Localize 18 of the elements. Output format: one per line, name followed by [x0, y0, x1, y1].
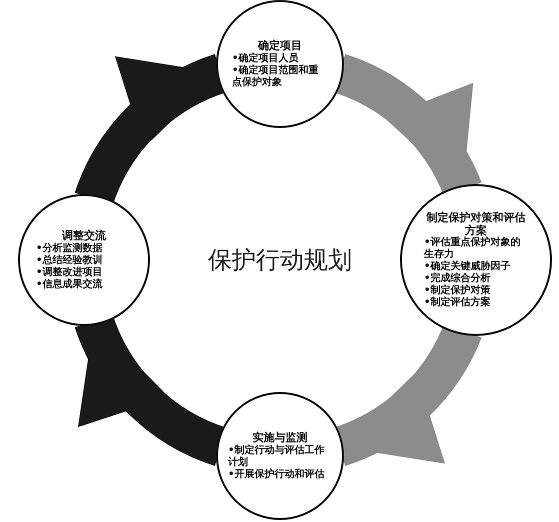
stage-bullet: •开展保护行动和评估: [228, 468, 324, 481]
stage-heading: 确定项目: [258, 39, 302, 52]
stage-bullet: •制定保护对策: [424, 285, 490, 296]
stage-bullet: •信息成果交流: [36, 278, 102, 291]
stage-bullet: •调整改进项目: [36, 266, 102, 278]
stage-bullet: •评估重点保护对象的生存力: [424, 237, 522, 260]
stage-bullet: •总结经验教训: [36, 254, 102, 266]
stage-bullet: •确定项目范围和重点保护对象: [232, 64, 320, 89]
stage-heading: 调整交流: [62, 229, 106, 242]
stage-heading: 制定保护对策和评估方案: [425, 210, 526, 237]
stage-bullet: •分析监测数据: [36, 242, 102, 254]
stage-heading: 实施与监测: [252, 431, 308, 444]
center-title: 保护行动规划: [208, 245, 352, 276]
stage-bullet: •制定评估方案: [424, 297, 490, 310]
stage-bullet: •确定项目人员: [232, 52, 298, 64]
stage-bullet: •确定关键威胁因子: [424, 261, 510, 272]
stage-bullet: •完成综合分析: [424, 273, 490, 284]
stage-bullet: •制定行动与评估工作计划: [228, 444, 326, 468]
